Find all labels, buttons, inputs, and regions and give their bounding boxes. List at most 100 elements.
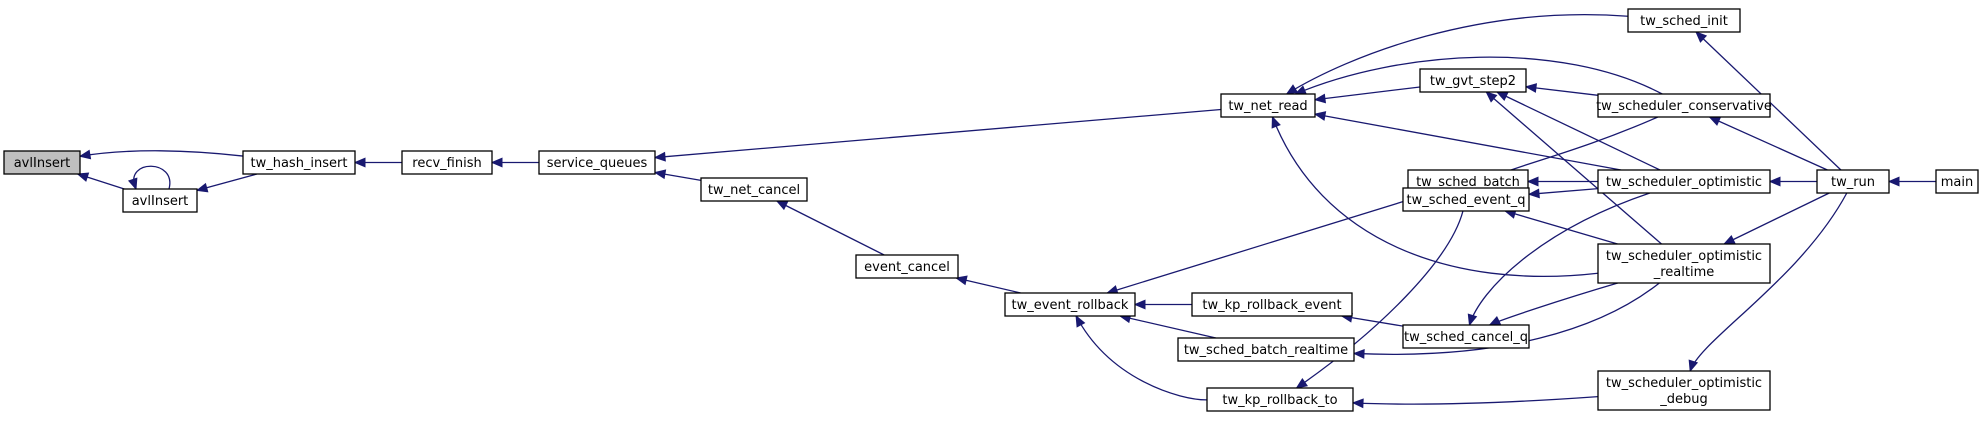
node-box xyxy=(1597,93,1771,118)
node-box xyxy=(1816,169,1890,194)
call-edge-main-to-tw_run xyxy=(1887,176,1936,187)
call-edge-tw_scheduler_optimistic-to-tw_net_read xyxy=(1313,111,1622,171)
call-edge-tw_run-to-tw_scheduler_optimistic_debug xyxy=(1688,192,1848,373)
node-box xyxy=(1597,243,1771,284)
function-node-tw-net-read[interactable]: tw_net_read xyxy=(1220,93,1316,118)
node-box xyxy=(1419,68,1527,93)
function-node-tw-scheduler-optimistic-realtime[interactable]: tw_scheduler_optimistic_realtime xyxy=(1597,243,1771,284)
call-edge-tw_run-to-tw_scheduler_optimistic_realtime xyxy=(1723,192,1830,245)
node-box xyxy=(401,150,493,175)
node-label: tw_sched_init xyxy=(1640,14,1728,29)
function-node-tw-sched-batch-realtime[interactable]: tw_sched_batch_realtime xyxy=(1177,337,1355,362)
call-edge-event_cancel-to-tw_net_cancel xyxy=(775,200,885,256)
node-label: tw_event_rollback xyxy=(1012,298,1129,313)
node-box xyxy=(242,150,356,175)
node-label: tw_gvt_step2 xyxy=(1430,74,1516,89)
node-box xyxy=(122,188,198,213)
function-node-tw-kp-rollback-event[interactable]: tw_kp_rollback_event xyxy=(1191,292,1353,317)
node-label: tw_sched_batch xyxy=(1416,175,1520,190)
node-label: event_cancel xyxy=(864,260,950,275)
call-edge-avlInsert-to-avlInsert_root xyxy=(76,172,125,190)
function-node-avlInsert[interactable]: avlInsert xyxy=(122,188,198,213)
call-edge-recv_finish-to-tw_hash_insert xyxy=(353,157,402,168)
call-edge-tw_run-to-tw_scheduler_conservative xyxy=(1708,116,1828,171)
node-box xyxy=(700,177,808,202)
call-edge-tw_scheduler_conservative-to-tw_gvt_step2 xyxy=(1524,83,1599,96)
node-label: tw_sched_event_q xyxy=(1407,193,1526,208)
call-edge-tw_net_cancel-to-service_queues xyxy=(653,169,702,182)
node-box xyxy=(1935,169,1979,194)
node-label: tw_scheduler_optimistic xyxy=(1606,376,1762,391)
node-label: tw_scheduler_optimistic xyxy=(1606,175,1762,190)
function-node-service-queues[interactable]: service_queues xyxy=(538,150,656,175)
node-box xyxy=(3,150,81,175)
node-box xyxy=(1627,8,1741,33)
function-node-main[interactable]: main xyxy=(1935,169,1979,194)
call-edge-tw_sched_batch_realtime-to-tw_event_rollback xyxy=(1118,313,1217,339)
node-label: tw_net_cancel xyxy=(708,183,800,198)
node-box xyxy=(538,150,656,175)
function-node-tw-scheduler-optimistic[interactable]: tw_scheduler_optimistic xyxy=(1597,169,1771,194)
node-label: tw_kp_rollback_to xyxy=(1222,393,1337,408)
function-node-recv-finish[interactable]: recv_finish xyxy=(401,150,493,175)
node-label: tw_hash_insert xyxy=(250,156,347,171)
node-box xyxy=(1177,337,1355,362)
call-edge-tw_scheduler_conservative-to-tw_net_read xyxy=(1294,56,1663,95)
node-label: tw_kp_rollback_event xyxy=(1202,298,1341,313)
function-node-tw-hash-insert[interactable]: tw_hash_insert xyxy=(242,150,356,175)
call-edge-tw_sched_init-to-tw_net_read xyxy=(1285,13,1629,95)
function-node-event-cancel[interactable]: event_cancel xyxy=(855,254,959,279)
node-label: tw_run xyxy=(1831,175,1875,190)
node-box xyxy=(1220,93,1316,118)
call-edge-tw_event_rollback-to-event_cancel xyxy=(955,275,1021,294)
function-node-tw-kp-rollback-to[interactable]: tw_kp_rollback_to xyxy=(1206,387,1354,412)
call-edge-tw_hash_insert-to-avlInsert xyxy=(195,173,258,193)
node-box xyxy=(1191,292,1353,317)
call-edge-tw_kp_rollback_event-to-tw_event_rollback xyxy=(1133,299,1192,310)
call-edge-tw_run-to-tw_scheduler_optimistic xyxy=(1768,176,1817,187)
call-edge-tw_scheduler_optimistic_debug-to-tw_kp_rollback_to xyxy=(1351,395,1599,409)
node-label: recv_finish xyxy=(412,156,481,171)
node-box xyxy=(1597,169,1771,194)
function-node-tw-sched-cancel-q[interactable]: tw_sched_cancel_q xyxy=(1402,324,1530,349)
call-edge-tw_hash_insert-to-avlInsert_root xyxy=(78,149,244,160)
node-label: _realtime xyxy=(1653,265,1715,280)
function-node-tw-event-rollback[interactable]: tw_event_rollback xyxy=(1004,292,1136,317)
call-edge-tw_gvt_step2-to-tw_net_read xyxy=(1313,86,1421,104)
node-box xyxy=(1004,292,1136,317)
node-box xyxy=(1206,387,1354,412)
function-node-tw-scheduler-conservative[interactable]: tw_scheduler_conservative xyxy=(1596,93,1772,118)
function-node-tw-scheduler-optimistic-debug[interactable]: tw_scheduler_optimistic_debug xyxy=(1597,370,1771,411)
node-label: tw_sched_cancel_q xyxy=(1404,330,1528,345)
call-graph-edges xyxy=(76,13,1936,409)
function-node-avlInsert-root[interactable]: avlInsert xyxy=(3,150,81,175)
call-edge-service_queues-to-recv_finish xyxy=(490,157,539,168)
call-edge-tw_scheduler_optimistic_realtime-to-tw_net_read xyxy=(1271,115,1599,277)
call-edge-tw_net_read-to-service_queues xyxy=(653,108,1222,162)
node-label: main xyxy=(1941,175,1973,190)
node-label: tw_scheduler_conservative xyxy=(1596,99,1772,114)
node-box xyxy=(1597,370,1771,411)
function-node-tw-run[interactable]: tw_run xyxy=(1816,169,1890,194)
node-label: tw_scheduler_optimistic xyxy=(1606,249,1762,264)
function-node-tw-gvt-step2[interactable]: tw_gvt_step2 xyxy=(1419,68,1527,93)
node-label: tw_net_read xyxy=(1228,99,1307,114)
call-edge-tw_sched_event_q-to-tw_kp_rollback_to xyxy=(1295,210,1464,389)
call-edge-avlInsert-to-avlInsert xyxy=(127,165,171,191)
function-node-tw-sched-batch[interactable]: tw_sched_batch xyxy=(1407,169,1529,194)
call-edge-tw_scheduler_optimistic-to-tw_sched_cancel_q xyxy=(1467,192,1651,327)
node-label: tw_sched_batch_realtime xyxy=(1184,343,1348,358)
call-edge-tw_scheduler_optimistic_realtime-to-tw_sched_batch_realtime xyxy=(1352,282,1660,359)
function-node-tw-net-cancel[interactable]: tw_net_cancel xyxy=(700,177,808,202)
call-graph-nodes: avlInsert avlInsert tw_hash_insert recv_fin… xyxy=(3,8,1979,412)
call-edge-tw_scheduler_optimistic_realtime-to-tw_gvt_step2 xyxy=(1485,91,1662,245)
call-edge-tw_scheduler_optimistic-to-tw_sched_event_q xyxy=(1527,187,1599,199)
node-label: service_queues xyxy=(547,156,648,171)
call-edge-tw_scheduler_optimistic_realtime-to-tw_sched_event_q xyxy=(1503,209,1618,245)
node-label: _debug xyxy=(1659,392,1708,407)
function-node-tw-sched-init[interactable]: tw_sched_init xyxy=(1627,8,1741,33)
node-box xyxy=(1402,187,1530,212)
node-label: avlInsert xyxy=(132,194,189,209)
function-node-tw-sched-event-q[interactable]: tw_sched_event_q xyxy=(1402,187,1530,212)
